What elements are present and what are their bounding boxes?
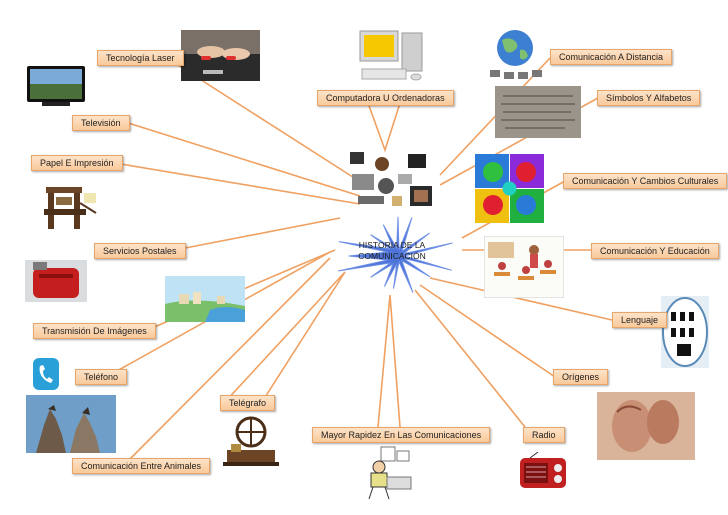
node-tecnologia-laser[interactable]: Tecnología Laser	[97, 50, 184, 66]
telegraph-machine-icon	[221, 414, 281, 468]
node-papel-impresion[interactable]: Papel E Impresión	[31, 155, 123, 171]
television-icon	[26, 64, 86, 108]
node-computadora[interactable]: Computadora U Ordenadoras	[317, 90, 454, 106]
connector-television	[124, 121, 361, 197]
cave-painting-photo	[597, 392, 695, 460]
media-collage-illustration	[348, 150, 438, 210]
connector-computadora	[367, 102, 401, 153]
laser-hands-photo	[181, 30, 260, 81]
node-radio[interactable]: Radio	[523, 427, 565, 443]
connector-servicios	[174, 217, 341, 251]
node-mayor-rapidez[interactable]: Mayor Rapidez En Las Comunicaciones	[312, 427, 491, 443]
center-burst	[338, 216, 453, 293]
stone-tablet-photo	[495, 86, 581, 138]
connector-telegrafo	[224, 271, 346, 403]
connector-origenes	[419, 284, 556, 378]
connector-tecnologia-laser	[169, 59, 371, 189]
colorful-heads-illustration	[475, 154, 544, 223]
connector-papel-impresion	[114, 162, 361, 205]
office-worker-illustration	[357, 445, 417, 501]
node-lenguaje[interactable]: Lenguaje	[612, 312, 668, 328]
landscape-illustration	[165, 276, 245, 322]
node-servicios-postales[interactable]: Servicios Postales	[94, 243, 186, 259]
center-title-line1: HISTORIA DE LA	[358, 240, 426, 250]
center-title-line2: COMUNICACIÓN	[358, 251, 426, 261]
node-origenes[interactable]: Orígenes	[553, 369, 609, 385]
globe-network-icon	[486, 26, 544, 82]
node-comunicacion-educacion[interactable]: Comunicación Y Educación	[591, 243, 719, 259]
connector-mayor-rapidez	[377, 294, 401, 428]
mailbox-icon	[25, 260, 87, 302]
node-transmision-imagenes[interactable]: Transmisión De Imágenes	[33, 323, 156, 339]
printing-press-icon	[38, 183, 98, 231]
howling-wolves-photo	[26, 395, 116, 453]
node-simbolos-alfabetos[interactable]: Símbolos Y Alfabetos	[597, 90, 701, 106]
node-cambios-culturales[interactable]: Comunicación Y Cambios Culturales	[563, 173, 728, 189]
classroom-illustration	[484, 236, 564, 298]
sign-language-icon	[661, 296, 709, 368]
phone-icon	[31, 357, 61, 391]
node-telegrafo[interactable]: Telégrafo	[220, 395, 276, 411]
node-comunicacion-animales[interactable]: Comunicación Entre Animales	[72, 458, 211, 474]
connector-radio	[414, 289, 526, 428]
node-comunicacion-distancia[interactable]: Comunicación A Distancia	[550, 49, 673, 65]
radio-icon	[518, 452, 568, 492]
connector-animales	[129, 257, 331, 460]
node-television[interactable]: Televisión	[72, 115, 130, 131]
connector-lenguaje	[429, 277, 613, 321]
node-telefono[interactable]: Teléfono	[75, 369, 128, 385]
center-title: HISTORIA DE LA COMUNICACIÓN	[352, 240, 432, 262]
computer-icon	[356, 29, 428, 84]
